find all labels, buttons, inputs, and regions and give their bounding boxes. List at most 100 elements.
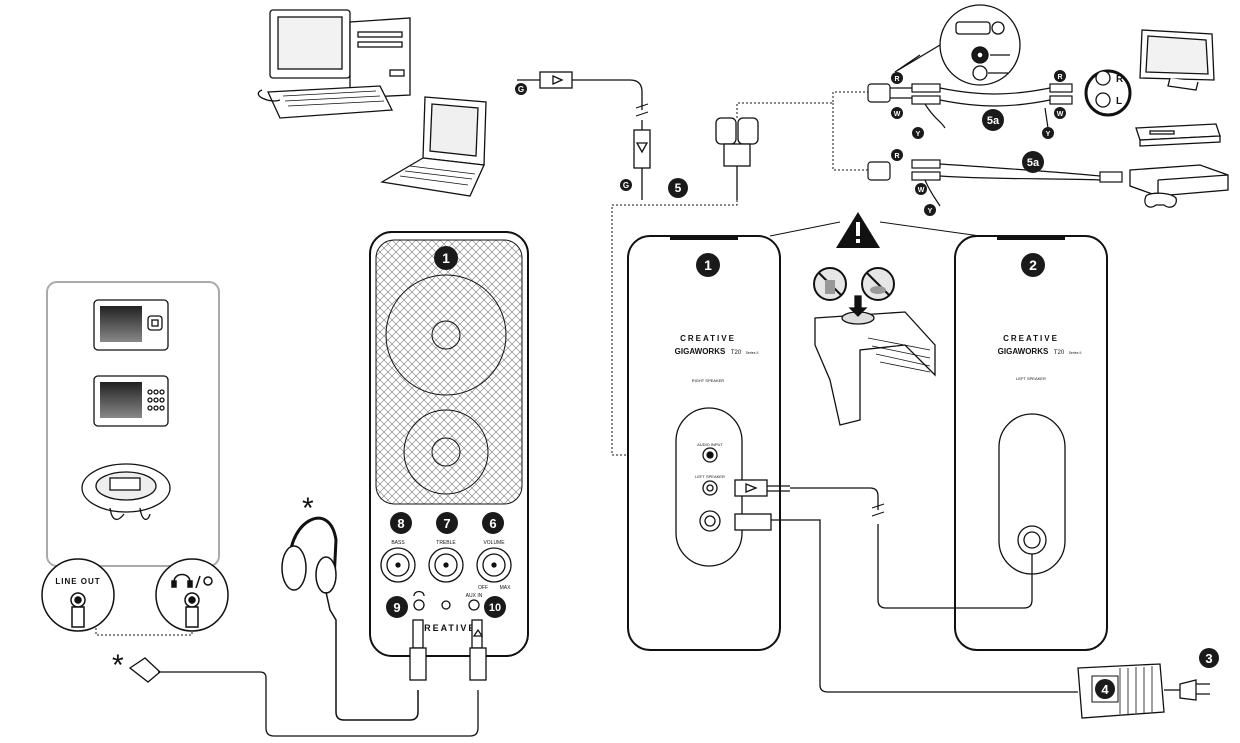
jack-label-l: L — [1116, 96, 1122, 107]
plug-marker-g-bottom: G — [620, 179, 632, 191]
headphones-icon — [281, 516, 419, 721]
svg-text:R: R — [1057, 74, 1062, 81]
asterisk-headphones: * — [302, 492, 314, 525]
jack-label-r: R — [1116, 74, 1124, 85]
max-label: MAX — [500, 585, 512, 591]
speaker-top-detail — [814, 295, 936, 426]
svg-text:W: W — [918, 187, 925, 194]
marker-r-3: R — [891, 149, 903, 161]
rca-cable-lower — [867, 159, 1123, 207]
front-plugs — [409, 619, 487, 681]
off-label: OFF — [478, 585, 488, 591]
marker-y-3: Y — [924, 204, 936, 216]
right-speaker-model-suffix: T20 — [731, 350, 742, 356]
callout-7: 7 — [436, 512, 458, 534]
svg-text:G: G — [518, 85, 524, 94]
left-speaker-model-suffix: T20 — [1054, 350, 1065, 356]
warning-lines — [769, 221, 981, 237]
rca-markers: R W Y R W Y R W Y — [891, 70, 1066, 216]
plug-marker-g-top: G — [515, 83, 527, 95]
no-press-icon-2 — [861, 267, 895, 301]
left-speaker-jack-label: LEFT SPEAKER — [695, 474, 725, 479]
svg-text:W: W — [894, 111, 901, 118]
marker-w-2: W — [1054, 107, 1066, 119]
speaker-link-cable — [734, 479, 1033, 609]
svg-text:4: 4 — [1101, 682, 1109, 697]
line-out-jack — [41, 558, 115, 632]
right-speaker-series: Series II — [746, 351, 759, 355]
tv-icon — [1139, 29, 1215, 91]
dvd-player-icon — [1135, 123, 1221, 147]
marker-r-1: R — [891, 72, 903, 84]
callout-4: 4 — [1091, 675, 1119, 703]
zoom-detail-bubble — [894, 4, 1021, 86]
right-speaker-model: GIGAWORKS — [675, 347, 726, 356]
rca-cable-upper — [867, 83, 1073, 129]
aux-in-label: AUX IN — [466, 593, 483, 599]
callout-1-back: 1 — [696, 253, 720, 277]
right-speaker-brand: CREATIVE — [680, 334, 736, 343]
left-speaker-caption: LEFT SPEAKER — [1016, 376, 1046, 381]
callout-9: 9 — [386, 596, 408, 618]
right-speaker-caption: RIGHT SPEAKER — [692, 378, 724, 383]
aux-cable — [128, 657, 479, 737]
volume-label: VOLUME — [483, 540, 505, 546]
audio-input-label: AUDIO INPUT — [697, 442, 723, 447]
front-jacks — [413, 590, 480, 611]
asterisk-left: * — [112, 649, 124, 682]
callout-5: 5 — [668, 178, 688, 198]
callout-8: 8 — [390, 512, 412, 534]
volume-knob — [476, 547, 512, 583]
svg-text:R: R — [894, 76, 899, 83]
marker-w-3: W — [915, 183, 927, 195]
left-speaker-brand: CREATIVE — [1003, 334, 1059, 343]
line-out-label: LINE OUT — [55, 577, 100, 586]
svg-text:Y: Y — [916, 131, 921, 138]
svg-text:8: 8 — [397, 516, 404, 531]
callout-5a-lower: 5a — [1022, 151, 1044, 173]
left-speaker-model: GIGAWORKS — [998, 347, 1049, 356]
svg-text:G: G — [623, 181, 629, 190]
callout-6: 6 — [482, 512, 504, 534]
treble-label: TREBLE — [436, 540, 456, 546]
mp3-player-icon — [93, 299, 169, 351]
callout-2: 2 — [1021, 253, 1045, 277]
svg-text:1: 1 — [442, 250, 450, 266]
svg-text:3: 3 — [1205, 651, 1212, 666]
cable-g-plug — [517, 71, 651, 200]
front-brand: CREATIVE — [416, 623, 477, 633]
audio-input-jack — [702, 447, 718, 463]
marker-y-1: Y — [912, 127, 924, 139]
svg-text:Y: Y — [1046, 131, 1051, 138]
callout-1-front: 1 — [434, 246, 458, 270]
cd-player-icon — [81, 463, 171, 520]
svg-text:6: 6 — [489, 516, 496, 531]
warning-icon — [836, 212, 880, 248]
svg-text:5a: 5a — [987, 115, 1000, 127]
svg-text:10: 10 — [489, 602, 501, 614]
media-player-icon — [93, 375, 169, 427]
left-speaker-series: Series II — [1069, 351, 1082, 355]
svg-text:R: R — [894, 153, 899, 160]
marker-y-2: Y — [1042, 127, 1054, 139]
headphone-jack — [155, 558, 229, 632]
callout-10: 10 — [484, 596, 506, 618]
no-press-icon-1 — [813, 267, 847, 301]
power-input-jack — [699, 510, 721, 532]
laptop-icon — [380, 96, 487, 197]
svg-text:W: W — [1057, 111, 1064, 118]
game-console-icon — [1129, 164, 1229, 208]
treble-knob — [428, 547, 464, 583]
svg-text:7: 7 — [443, 516, 450, 531]
callout-3: 3 — [1199, 648, 1219, 668]
power-cable — [734, 513, 1078, 693]
svg-text:2: 2 — [1029, 257, 1037, 273]
bass-label: BASS — [391, 540, 405, 546]
svg-text:5: 5 — [675, 181, 682, 195]
desktop-computer-icon — [257, 9, 411, 119]
right-speaker-front — [369, 231, 529, 657]
left-speaker-back — [954, 235, 1108, 651]
rca-splitter-adapter — [715, 117, 759, 200]
svg-text:1: 1 — [704, 257, 712, 273]
